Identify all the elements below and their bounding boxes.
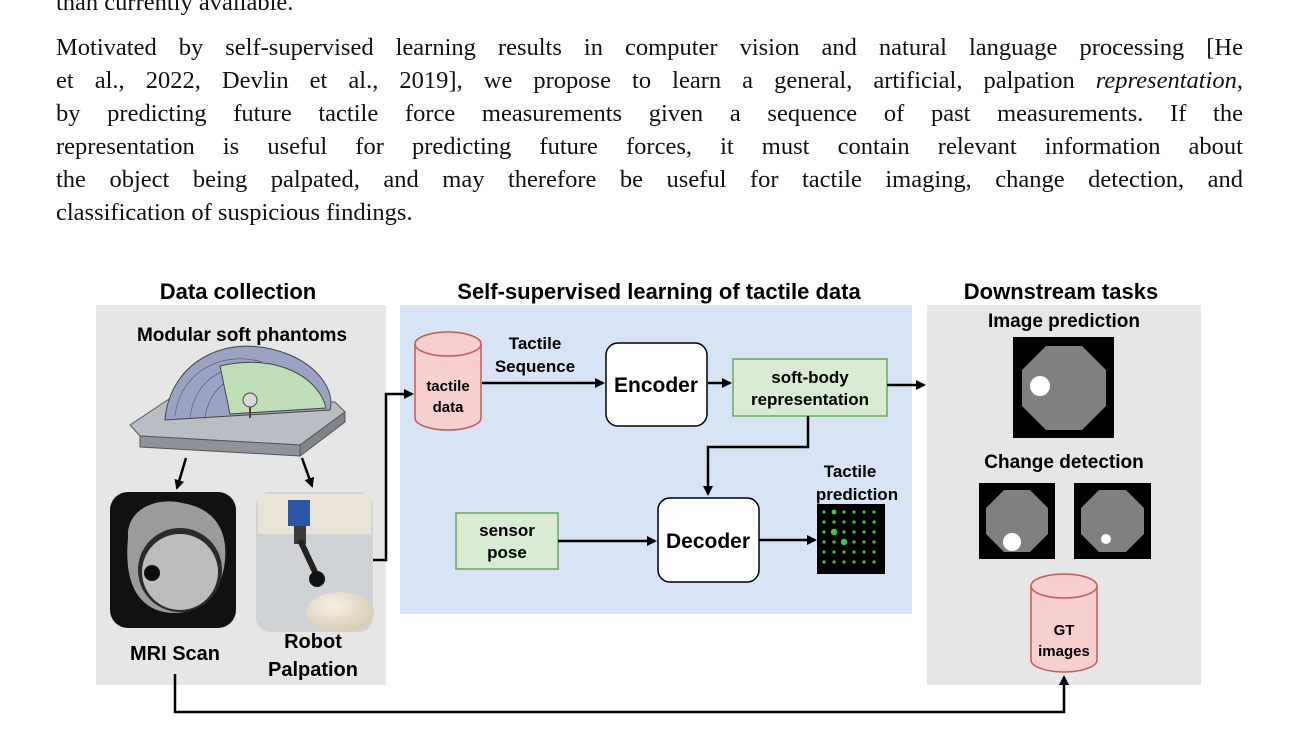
label-repr-1: soft-body [771, 368, 849, 387]
tactile-dot [842, 520, 846, 524]
comma: , [1236, 67, 1243, 94]
change-detection-image-2 [1074, 483, 1151, 559]
tactile-dot [852, 520, 856, 524]
tactile-dot [830, 528, 838, 536]
gt-images-cylinder [1030, 573, 1098, 673]
tactile-dot [822, 550, 826, 554]
paragraph-line-2: et al., 2022, Devlin et al., 2019], we p… [56, 64, 1243, 97]
tactile-dot [852, 530, 856, 534]
mri-scan-image [110, 492, 236, 628]
arrow-to-robot [300, 457, 315, 488]
tactile-dot [842, 560, 846, 564]
label-change-detection: Change detection [984, 452, 1143, 473]
label-pose: pose [487, 543, 527, 562]
label-decoder: Decoder [666, 530, 750, 553]
phantom-illustration [129, 345, 346, 458]
change-detection-image-1 [979, 483, 1055, 559]
arrow-repr-to-decoder [703, 416, 810, 496]
tactile-dot [832, 550, 836, 554]
tactile-dot [842, 510, 846, 514]
tactile-dot [852, 510, 856, 514]
tactile-dot [872, 560, 876, 564]
label-mri-scan: MRI Scan [130, 643, 220, 665]
label-modular-phantoms: Modular soft phantoms [137, 325, 347, 346]
arrow-to-mri [174, 457, 188, 490]
section-title-downstream: Downstream tasks [964, 279, 1158, 304]
tactile-dot [822, 560, 826, 564]
label-tactile: tactile [426, 378, 469, 395]
representation-box [732, 358, 888, 417]
label-tactile-pred-1: Tactile [824, 462, 877, 481]
paragraph-line-6: classification of suspicious findings. [56, 199, 413, 226]
paragraph-line-3: by predicting future tactile force measu… [56, 100, 1243, 127]
label-images: images [1038, 643, 1090, 660]
cut-text-line: than currently available. [56, 0, 294, 16]
tactile-dot [862, 560, 866, 564]
label-encoder: Encoder [614, 374, 698, 397]
tactile-dot [872, 550, 876, 554]
label-tactile-pred-2: prediction [816, 485, 898, 504]
tactile-dot [862, 530, 866, 534]
tactile-dot [842, 550, 846, 554]
tactile-dot [872, 540, 876, 544]
tactile-dot [822, 520, 826, 524]
tactile-dot [872, 510, 876, 514]
tactile-dot [852, 550, 856, 554]
paragraph-line-1: Motivated by self-supervised learning re… [56, 34, 1243, 61]
tactile-dot [840, 538, 848, 546]
section-title-data-collection: Data collection [160, 279, 316, 304]
tactile-dot [852, 560, 856, 564]
label-palpation: Palpation [268, 659, 358, 681]
label-tactile-seq-2: Sequence [495, 357, 575, 376]
tactile-dot [832, 520, 836, 524]
tactile-dot [822, 530, 826, 534]
tactile-dot [862, 550, 866, 554]
encoder-box [605, 342, 708, 427]
label-image-prediction: Image prediction [988, 311, 1140, 332]
tactile-dot [832, 540, 836, 544]
tactile-dot [862, 540, 866, 544]
tactile-dot [831, 509, 837, 515]
tactile-dot [862, 510, 866, 514]
tactile-dot [872, 520, 876, 524]
label-data: data [433, 399, 465, 416]
tactile-dot [852, 540, 856, 544]
sensor-pose-box [455, 512, 559, 570]
tactile-dot [822, 540, 826, 544]
arrow-robot-to-tactile-data [373, 389, 414, 562]
tactile-dot [832, 560, 836, 564]
arrow-mri-to-gt [173, 674, 1069, 714]
label-robot: Robot [284, 631, 342, 653]
italic-representation: representation [1095, 67, 1237, 94]
paragraph-line-5: the object being palpated, and may there… [56, 166, 1243, 193]
tactile-dot [872, 530, 876, 534]
label-repr-2: representation [751, 390, 869, 409]
tactile-data-cylinder [414, 331, 482, 431]
image-prediction-image [1013, 337, 1114, 438]
label-gt: GT [1054, 622, 1075, 639]
section-title-ssl: Self-supervised learning of tactile data [457, 279, 861, 304]
paragraph-line-4: representation is useful for predicting … [56, 133, 1243, 160]
label-sensor: sensor [479, 521, 535, 540]
robot-palpation-image [256, 492, 374, 632]
label-tactile-seq-1: Tactile [509, 334, 562, 353]
tactile-dot [822, 510, 826, 514]
tactile-prediction-image [817, 504, 885, 574]
paragraph-line-2-text: et al., 2022, Devlin et al., 2019], we p… [56, 67, 1096, 94]
tactile-dot [842, 530, 846, 534]
tactile-dot [862, 520, 866, 524]
